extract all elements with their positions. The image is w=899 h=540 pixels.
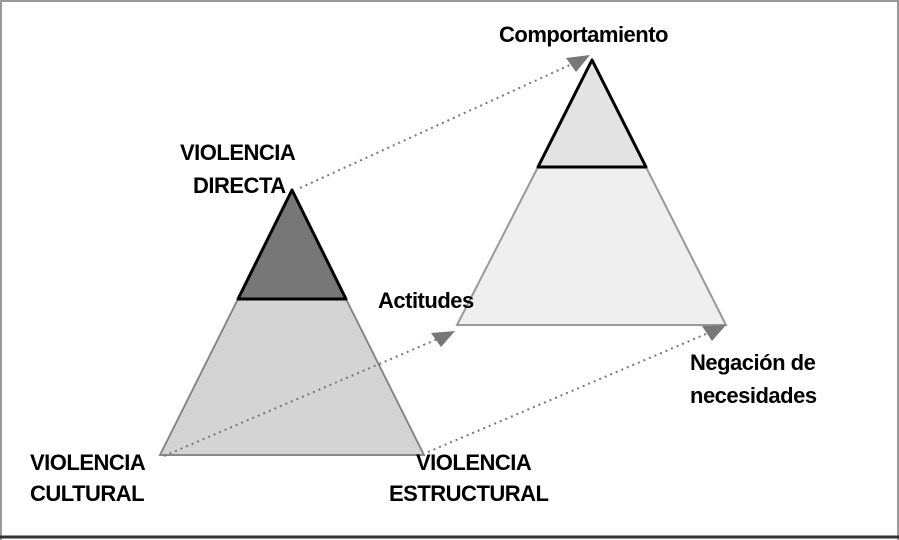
label-violencia-cultural-1: VIOLENCIA [30,450,146,475]
right-triangle-top [536,58,648,169]
arrow-structural-to-needs [427,333,707,453]
right-triangle-base [455,166,728,326]
label-comportamiento: Comportamiento [499,22,668,47]
left-triangle [158,188,426,456]
label-negacion-2: necesidades [690,383,817,408]
arrowhead-behaviour [566,55,590,72]
label-violencia-estructural-2: ESTRUCTURAL [389,481,549,506]
label-actitudes: Actitudes [378,288,474,313]
label-violencia-estructural-1: VIOLENCIA [416,450,532,475]
left-triangle-base [158,298,426,456]
right-triangle [455,58,728,326]
label-violencia-directa-2: DIRECTA [193,173,286,198]
left-triangle-top [236,188,348,301]
arrowheads [431,55,726,347]
arrow-direct-to-behaviour [299,63,573,189]
arrow-cultural-to-attitudes [163,337,441,457]
label-violencia-directa-1: VIOLENCIA [180,140,296,165]
connector-arrows [163,63,707,457]
label-negacion-1: Negación de [690,350,816,375]
arrowhead-attitudes [431,331,455,347]
arrowhead-needs [702,325,726,341]
label-violencia-cultural-2: CULTURAL [30,481,144,506]
